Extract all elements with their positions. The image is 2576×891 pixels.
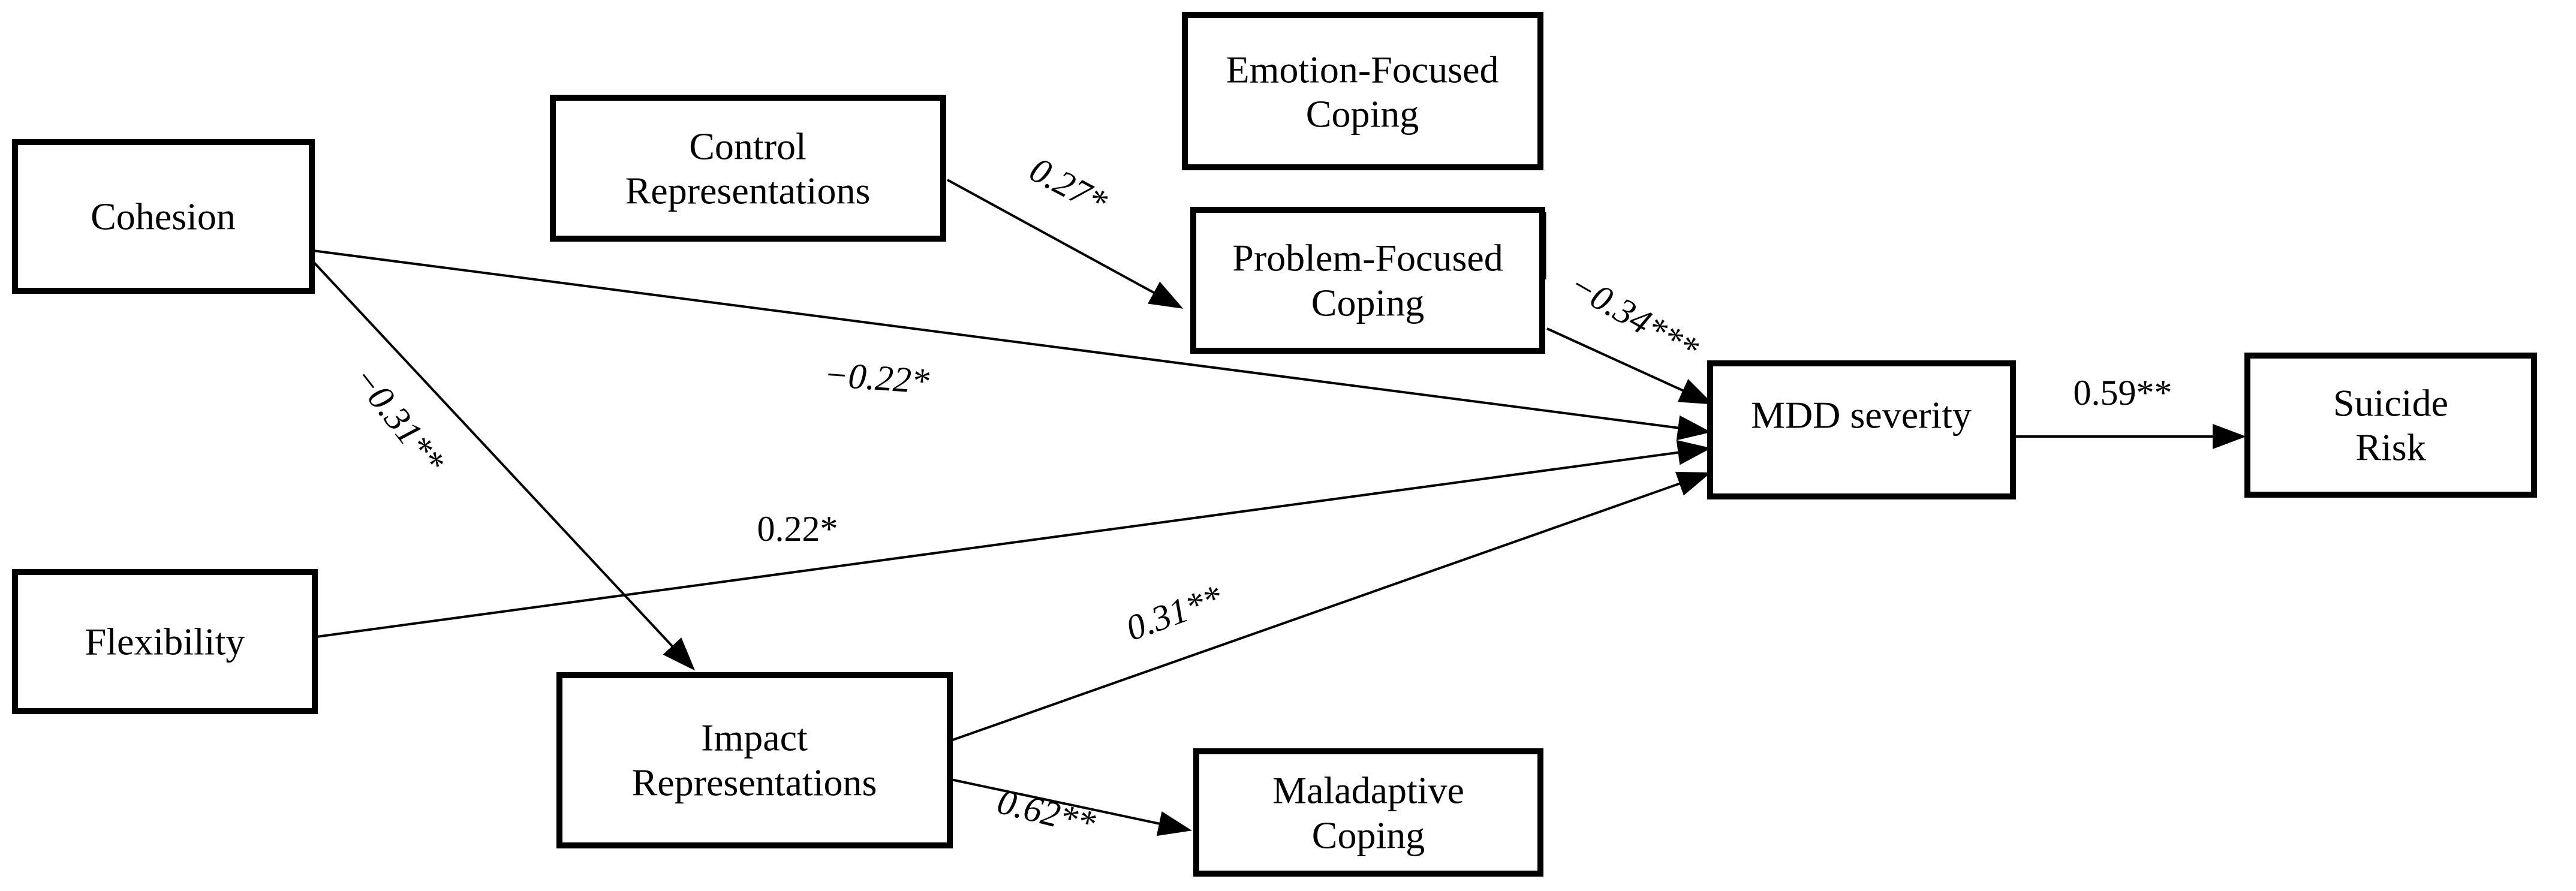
mdd-severity-box-rect	[1707, 360, 2016, 499]
impact-representations-label-line2: Representations	[632, 761, 877, 804]
maladaptive-coping-box-rect	[1193, 748, 1543, 877]
problem-focused-coping-box-rect	[1190, 207, 1545, 354]
arrow-cohesion-to-mdd	[312, 249, 1711, 441]
coef-problem-to-mdd: −0.34***	[1563, 264, 1705, 369]
maladaptive-coping-label-line2: Coping	[1312, 814, 1425, 857]
maladaptive-coping-box: Maladaptive Coping	[1193, 748, 1543, 877]
control-representations-box: Control Representations	[550, 95, 946, 242]
coef-flexibility-to-mdd: 0.22*	[757, 509, 838, 549]
suicide-risk-box: Suicide Risk	[2244, 353, 2537, 498]
flexibility-box-label: Flexibility	[85, 621, 245, 663]
cohesion-box-rect	[12, 139, 315, 294]
coef-cohesion-to-impact: −0.31**	[345, 359, 453, 481]
problem-focused-coping-label-line2: Coping	[1311, 282, 1424, 324]
coef-impact-to-mdd: 0.31**	[1121, 577, 1227, 648]
arrow-flexibility-to-mdd	[316, 440, 1711, 638]
problem-focused-coping-label-line1: Problem-Focused	[1232, 237, 1503, 279]
cohesion-box: Cohesion	[12, 139, 315, 294]
mdd-severity-box: MDD severity	[1707, 360, 2016, 499]
mdd-severity-box-label: MDD severity	[1751, 394, 1972, 437]
emotion-focused-coping-label-line2: Coping	[1306, 93, 1419, 136]
suicide-risk-label-line1: Suicide	[2333, 382, 2448, 425]
coef-impact-to-maladaptive: 0.62**	[994, 781, 1099, 844]
cohesion-box-label: Cohesion	[91, 195, 236, 238]
emotion-focused-coping-box-rect	[1182, 12, 1543, 170]
impact-representations-label-line1: Impact	[701, 717, 808, 759]
arrow-problem-to-mdd	[1546, 327, 1714, 405]
maladaptive-coping-label-line1: Maladaptive	[1272, 769, 1464, 812]
flexibility-box: Flexibility	[12, 569, 318, 714]
coef-cohesion-to-mdd: −0.22*	[823, 354, 931, 401]
emotion-focused-coping-box: Emotion-Focused Coping	[1182, 12, 1543, 170]
impact-representations-box-rect	[556, 672, 953, 848]
flexibility-box-rect	[12, 569, 318, 714]
control-representations-label-line1: Control	[689, 125, 806, 168]
arrow-impact-to-maladaptive	[950, 778, 1192, 836]
arrow-control-to-problem	[947, 179, 1184, 309]
arrow-cohesion-to-impact	[312, 260, 696, 671]
problem-focused-coping-box: Problem-Focused Coping	[1190, 207, 1545, 354]
suicide-risk-label-line2: Risk	[2355, 426, 2425, 469]
coef-control-to-problem: 0.27*	[1024, 149, 1114, 222]
control-representations-box-rect	[550, 95, 946, 242]
coef-mdd-to-suicide: 0.59**	[2074, 373, 2172, 413]
emotion-focused-coping-label-line1: Emotion-Focused	[1226, 49, 1498, 91]
arrow-impact-to-mdd	[950, 471, 1711, 742]
impact-representations-box: Impact Representations	[556, 672, 953, 848]
control-representations-label-line2: Representations	[625, 170, 871, 212]
suicide-risk-box-rect	[2244, 353, 2537, 498]
